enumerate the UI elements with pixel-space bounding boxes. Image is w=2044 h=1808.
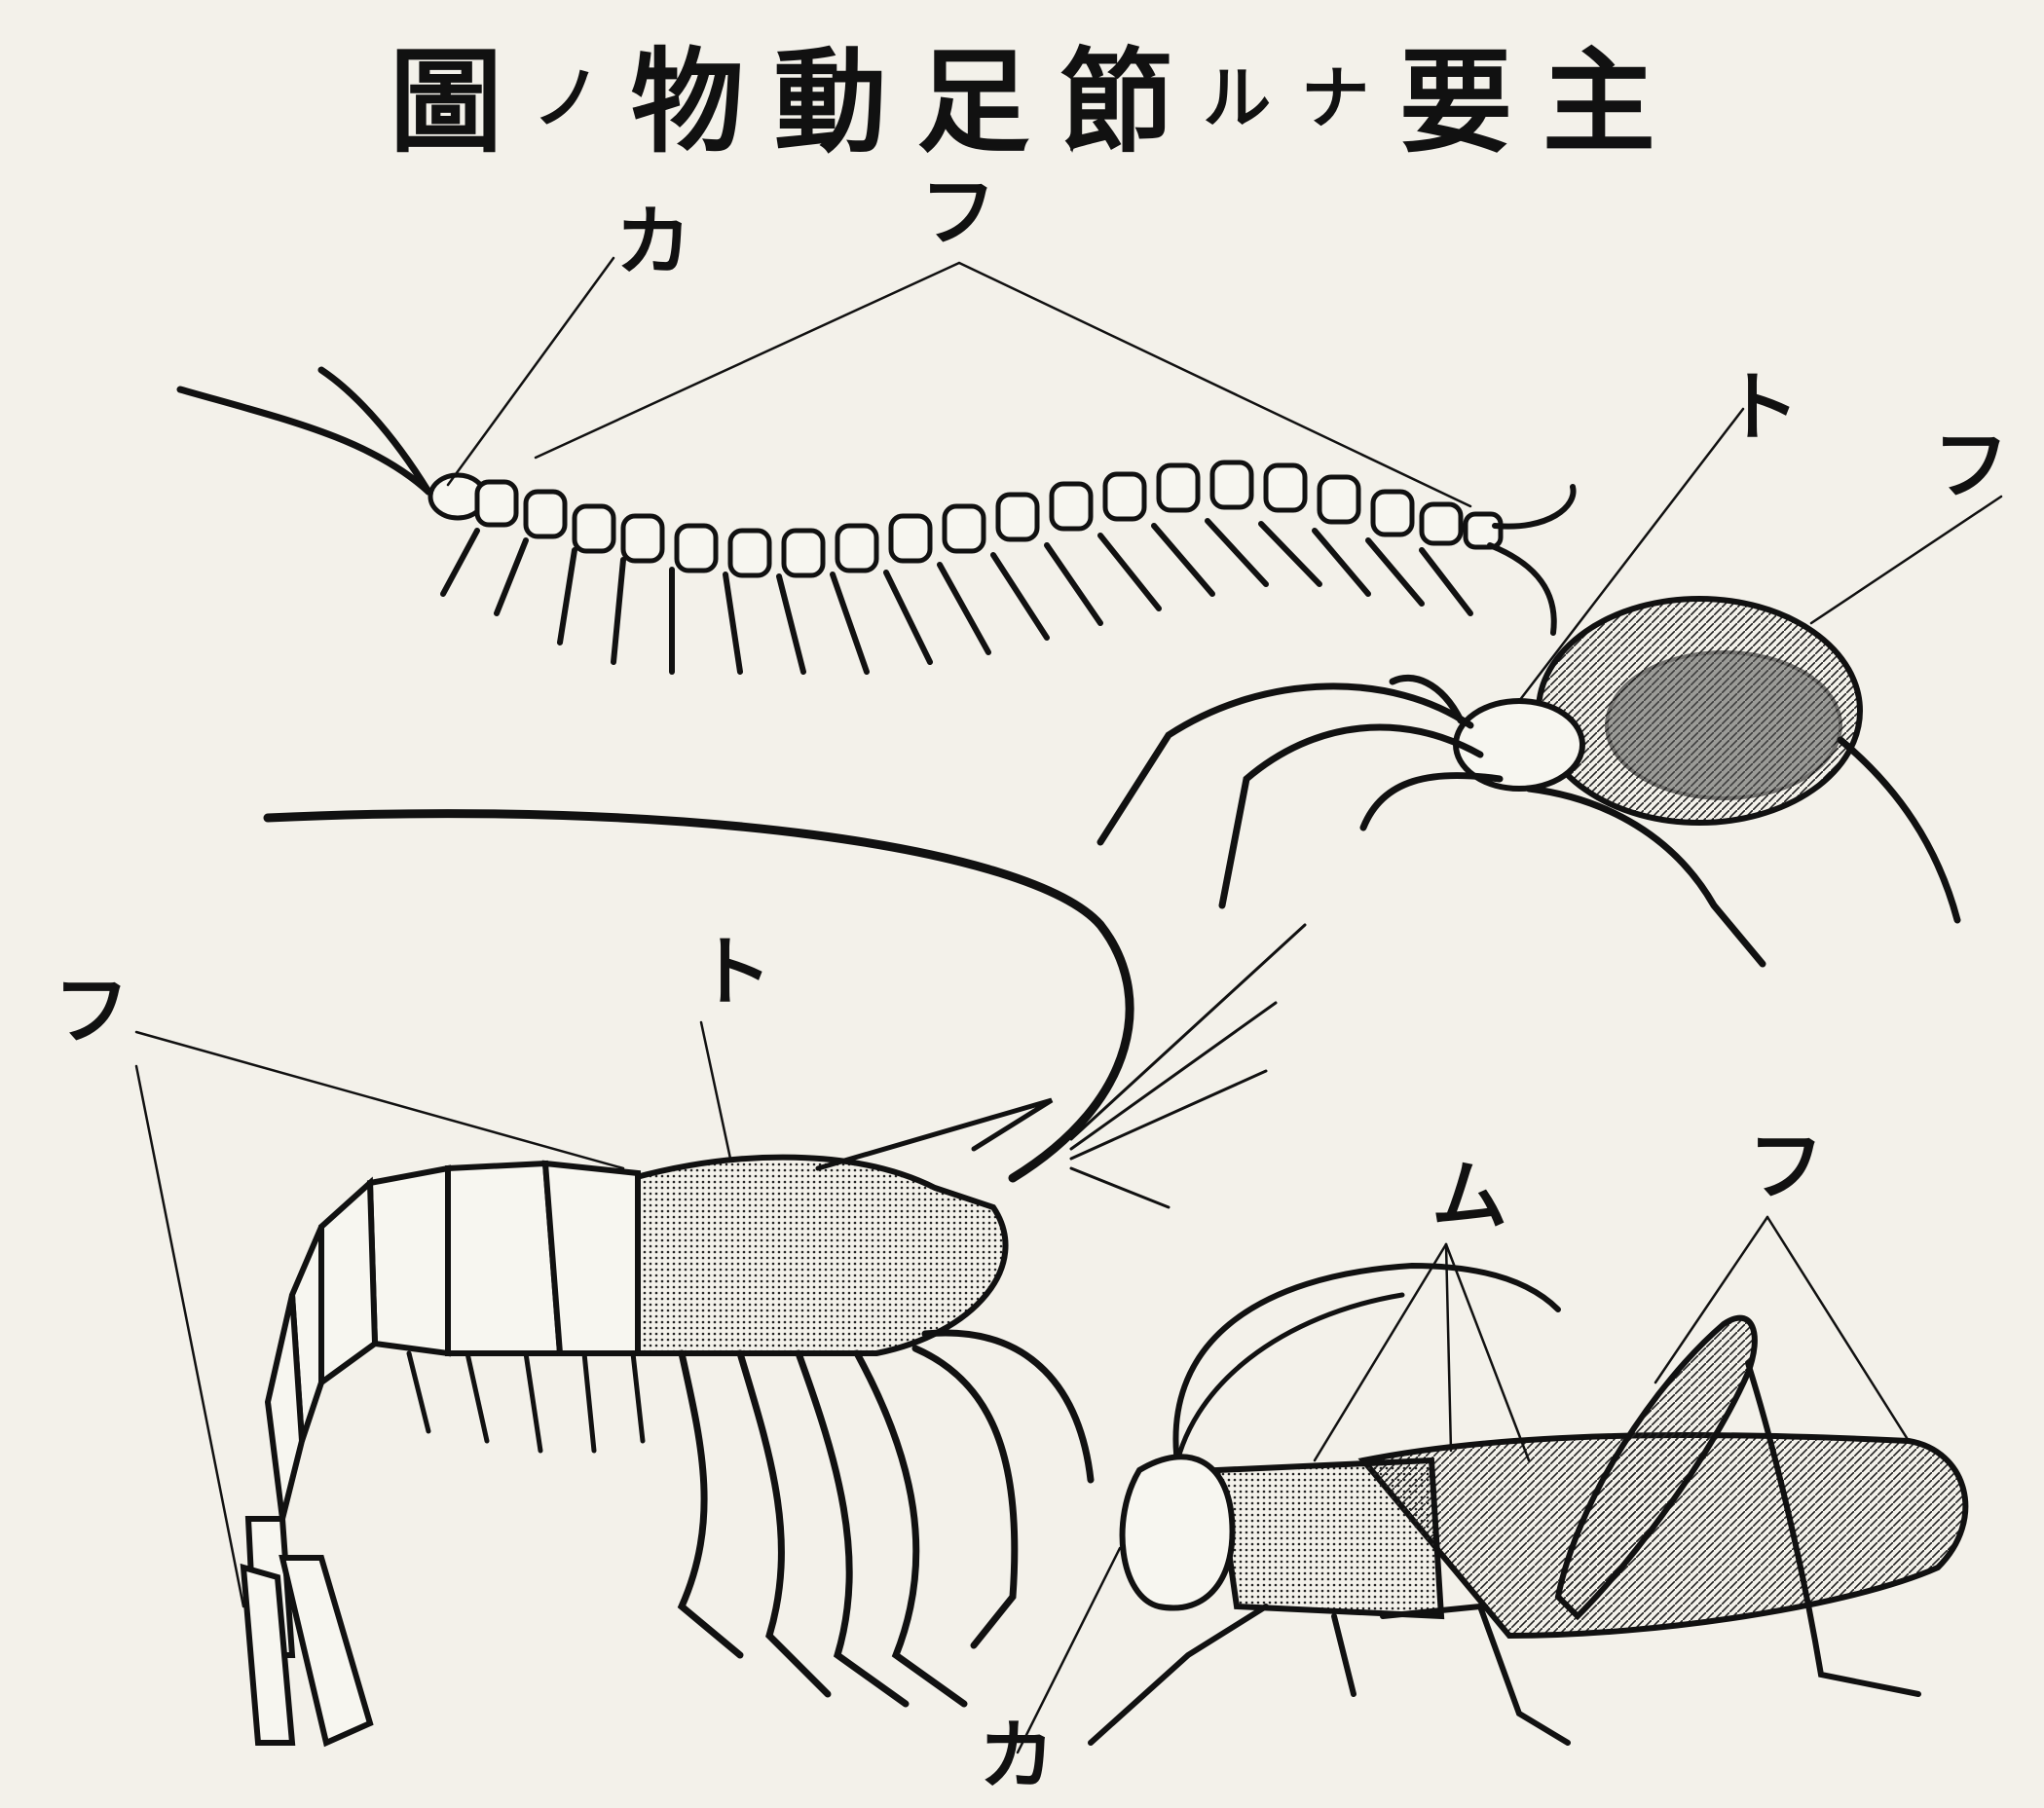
label-shrimp-fu: フ <box>54 974 130 1050</box>
label-centipede-ka: カ <box>615 204 691 280</box>
label-spider-fu: フ <box>1933 428 2009 504</box>
label-locust-ka: カ <box>979 1718 1055 1794</box>
label-locust-fu: フ <box>1748 1129 1824 1205</box>
label-locust-mu: ム <box>1431 1159 1507 1235</box>
label-shrimp-to: ト <box>696 935 772 1011</box>
centipede-illustration <box>180 258 1574 672</box>
label-spider-to: ト <box>1724 370 1800 446</box>
locust-illustration <box>1018 1217 1965 1753</box>
label-centipede-fu: フ <box>920 175 996 251</box>
